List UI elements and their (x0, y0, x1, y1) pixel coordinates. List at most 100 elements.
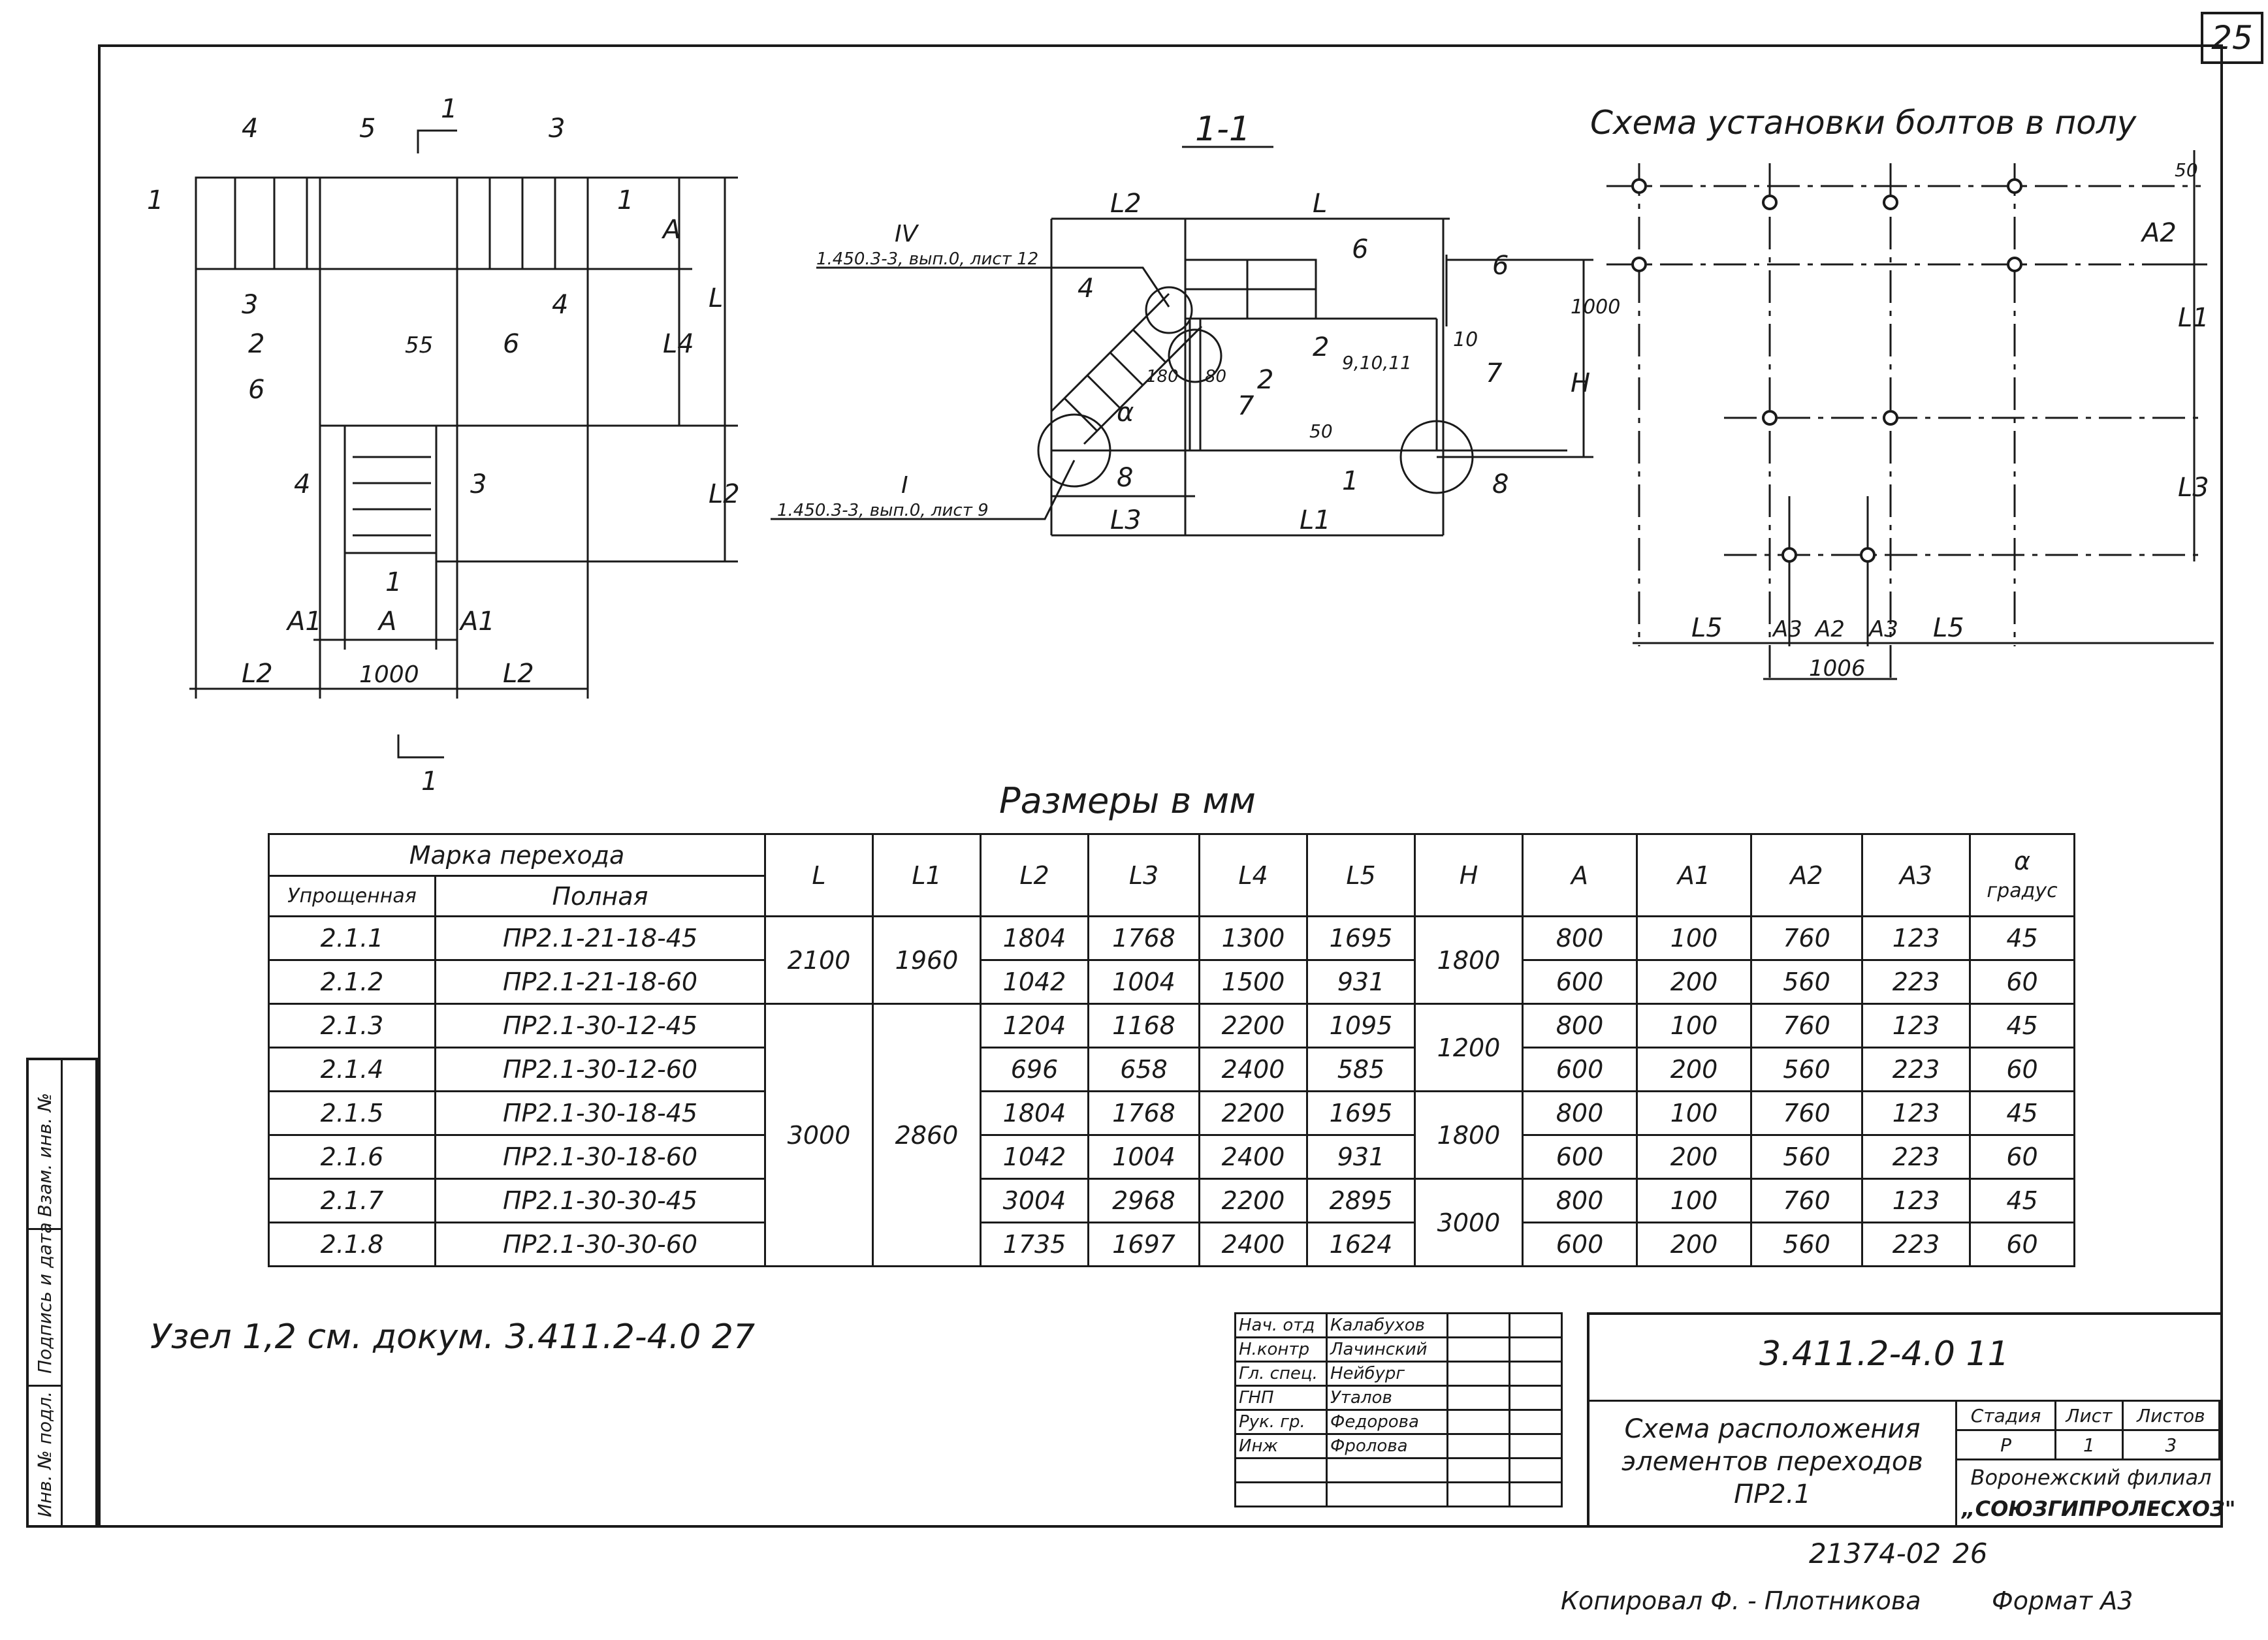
section-view (771, 146, 1593, 537)
cell-a3: 223 (1861, 1134, 1971, 1180)
section-callout-7a: 7 (1486, 358, 1503, 388)
section-callout-1: 1 (1342, 466, 1358, 496)
bolt-dim-l5-right: L5 (1933, 613, 1964, 643)
cell-l5: 1695 (1306, 915, 1416, 961)
section-dim-h: H (1571, 368, 1590, 398)
sheet-value: 1 (2054, 1429, 2124, 1460)
cell-l5: 931 (1306, 959, 1416, 1005)
cell-a1: 100 (1636, 1003, 1752, 1049)
sign-role: Рук. гр. (1234, 1409, 1328, 1435)
section-dim-l1: L1 (1300, 505, 1331, 535)
plan-dim-55: 55 (405, 332, 433, 358)
cell-alpha: 60 (1969, 1047, 2075, 1092)
plan-dim-l2-right: L2 (709, 479, 740, 509)
table-row: 2.1.8 ПР2.1-30-30-60 1735 1697 2400 1624… (268, 1222, 2075, 1267)
table-row: 2.1.3 ПР2.1-30-12-45 3000 2860 1204 1168… (268, 1003, 2075, 1267)
cell-a3: 123 (1861, 1090, 1971, 1136)
cell-l5: 585 (1306, 1047, 1416, 1092)
cell-simple: 2.1.7 (268, 1178, 436, 1223)
header-l1: L1 (872, 833, 982, 917)
sign-name: Нейбург (1326, 1361, 1448, 1387)
sign-role: Н.контр (1234, 1336, 1328, 1363)
node-note: Узел 1,2 см. докум. 3.411.2-4.0 27 (150, 1317, 755, 1357)
order-number: 21374-02 (1809, 1538, 1941, 1569)
section-callout-2a: 2 (1313, 332, 1329, 362)
plan-dim-a1-left: A1 (285, 607, 322, 637)
cell-full: ПР2.1-30-18-45 (434, 1090, 766, 1136)
sign-name: Фролова (1326, 1433, 1448, 1459)
sheet-header: Лист (2054, 1400, 2124, 1431)
signature-row: Рук. гр. Федорова (1234, 1409, 1563, 1435)
cell-l2: 1735 (980, 1222, 1089, 1267)
section-angle: α (1117, 398, 1134, 428)
organization: Воронежский филиал „СОЮЗГИПРОЛЕСХОЗ" (1962, 1462, 2235, 1524)
table-row: 2.1.5 ПР2.1-30-18-45 1804 1768 2200 1695… (268, 1090, 2075, 1180)
cell-alpha: 45 (1969, 1003, 2075, 1049)
section-callout-4: 4 (1078, 274, 1094, 304)
sign-name: Лачинский (1326, 1336, 1448, 1363)
drawing-title-line-3: ПР2.1 (1734, 1479, 1811, 1509)
plan-dim-l2-bottom-right: L2 (503, 659, 534, 689)
header-a2: A2 (1750, 833, 1863, 917)
cell-l2: 3004 (980, 1178, 1089, 1223)
cell-l2: 1204 (980, 1003, 1089, 1049)
drawing-title: Схема расположения элементов переходов П… (1596, 1413, 1949, 1511)
cell-l3: 1768 (1087, 915, 1200, 961)
cell-a3: 123 (1861, 1178, 1971, 1223)
plan-dim-l2-left: L2 (242, 659, 273, 689)
header-full: Полная (434, 875, 766, 917)
sign-signature (1446, 1361, 1510, 1387)
cell-alpha: 60 (1969, 1222, 2075, 1267)
header-alpha-unit: градус (1987, 879, 2058, 902)
cell-a1: 200 (1636, 959, 1752, 1005)
cell-l2: 1804 (980, 1090, 1089, 1136)
side-cell-replace (29, 1060, 63, 1230)
section-dim-l2: L2 (1110, 189, 1142, 219)
cell-l5: 1695 (1306, 1090, 1416, 1136)
copied-by: Копировал Ф. - Плотникова (1561, 1586, 1921, 1615)
cell-a: 800 (1522, 1090, 1638, 1136)
section-callout-8a: 8 (1117, 463, 1133, 493)
section-dim-1000: 1000 (1571, 296, 1620, 319)
header-l3: L3 (1087, 833, 1200, 917)
plan-callout-3: 3 (549, 114, 565, 144)
bolt-dim-l3: L3 (2178, 473, 2209, 503)
section-callout-9-10-11: 9,10,11 (1342, 352, 1412, 373)
sign-role: ГНП (1234, 1385, 1328, 1411)
bolt-dim-l5-left: L5 (1691, 613, 1723, 643)
signature-row: Гл. спец. Нейбург (1234, 1361, 1563, 1387)
cell-l3: 658 (1087, 1047, 1200, 1092)
cell-simple: 2.1.8 (268, 1222, 436, 1267)
section-callout-7b: 7 (1238, 391, 1254, 421)
document-code: 3.411.2-4.0 11 (1759, 1334, 2009, 1374)
cell-alpha: 60 (1969, 1134, 2075, 1180)
plan-callout-4b: 4 (552, 290, 568, 320)
cell-a2: 560 (1750, 959, 1863, 1005)
drawing-title-line-1: Схема расположения (1624, 1414, 1921, 1444)
cell-full: ПР2.1-30-12-60 (434, 1047, 766, 1092)
bolt-scheme-title: Схема установки болтов в полу (1590, 104, 2137, 142)
section-callout-6b: 6 (1492, 251, 1509, 281)
section-ref-top-num: IV (895, 221, 919, 247)
section-ref-bottom-doc: 1.450.3-3, вып.0, лист 9 (777, 501, 989, 520)
signature-table: Нач. отд Калабухов Н.контр Лачинский Гл.… (1234, 1312, 1563, 1507)
sign-role: Инж (1234, 1433, 1328, 1459)
sign-signature (1446, 1336, 1510, 1363)
cell-a2: 760 (1750, 915, 1863, 961)
bolt-dim-l1: L1 (2178, 303, 2209, 333)
cell-simple: 2.1.1 (268, 915, 436, 961)
header-a: A (1522, 833, 1638, 917)
sizes-table: Марка перехода L L1 L2 L3 L4 L5 H A A1 A… (268, 833, 2075, 1267)
sign-role: Гл. спец. (1234, 1361, 1328, 1387)
cell-simple: 2.1.5 (268, 1090, 436, 1136)
section-dim-50: 50 (1309, 420, 1333, 442)
cell-l2: 1042 (980, 959, 1089, 1005)
signature-row: Инж Фролова (1234, 1433, 1563, 1459)
bolt-dim-a2-right: A2 (2140, 218, 2177, 248)
plan-callout-1b: 1 (617, 185, 633, 215)
section-callout-8b: 8 (1492, 469, 1509, 499)
section-dim-l: L (1313, 189, 1327, 219)
plan-callout-4c: 4 (294, 469, 310, 499)
cell-l2: 696 (980, 1047, 1089, 1092)
